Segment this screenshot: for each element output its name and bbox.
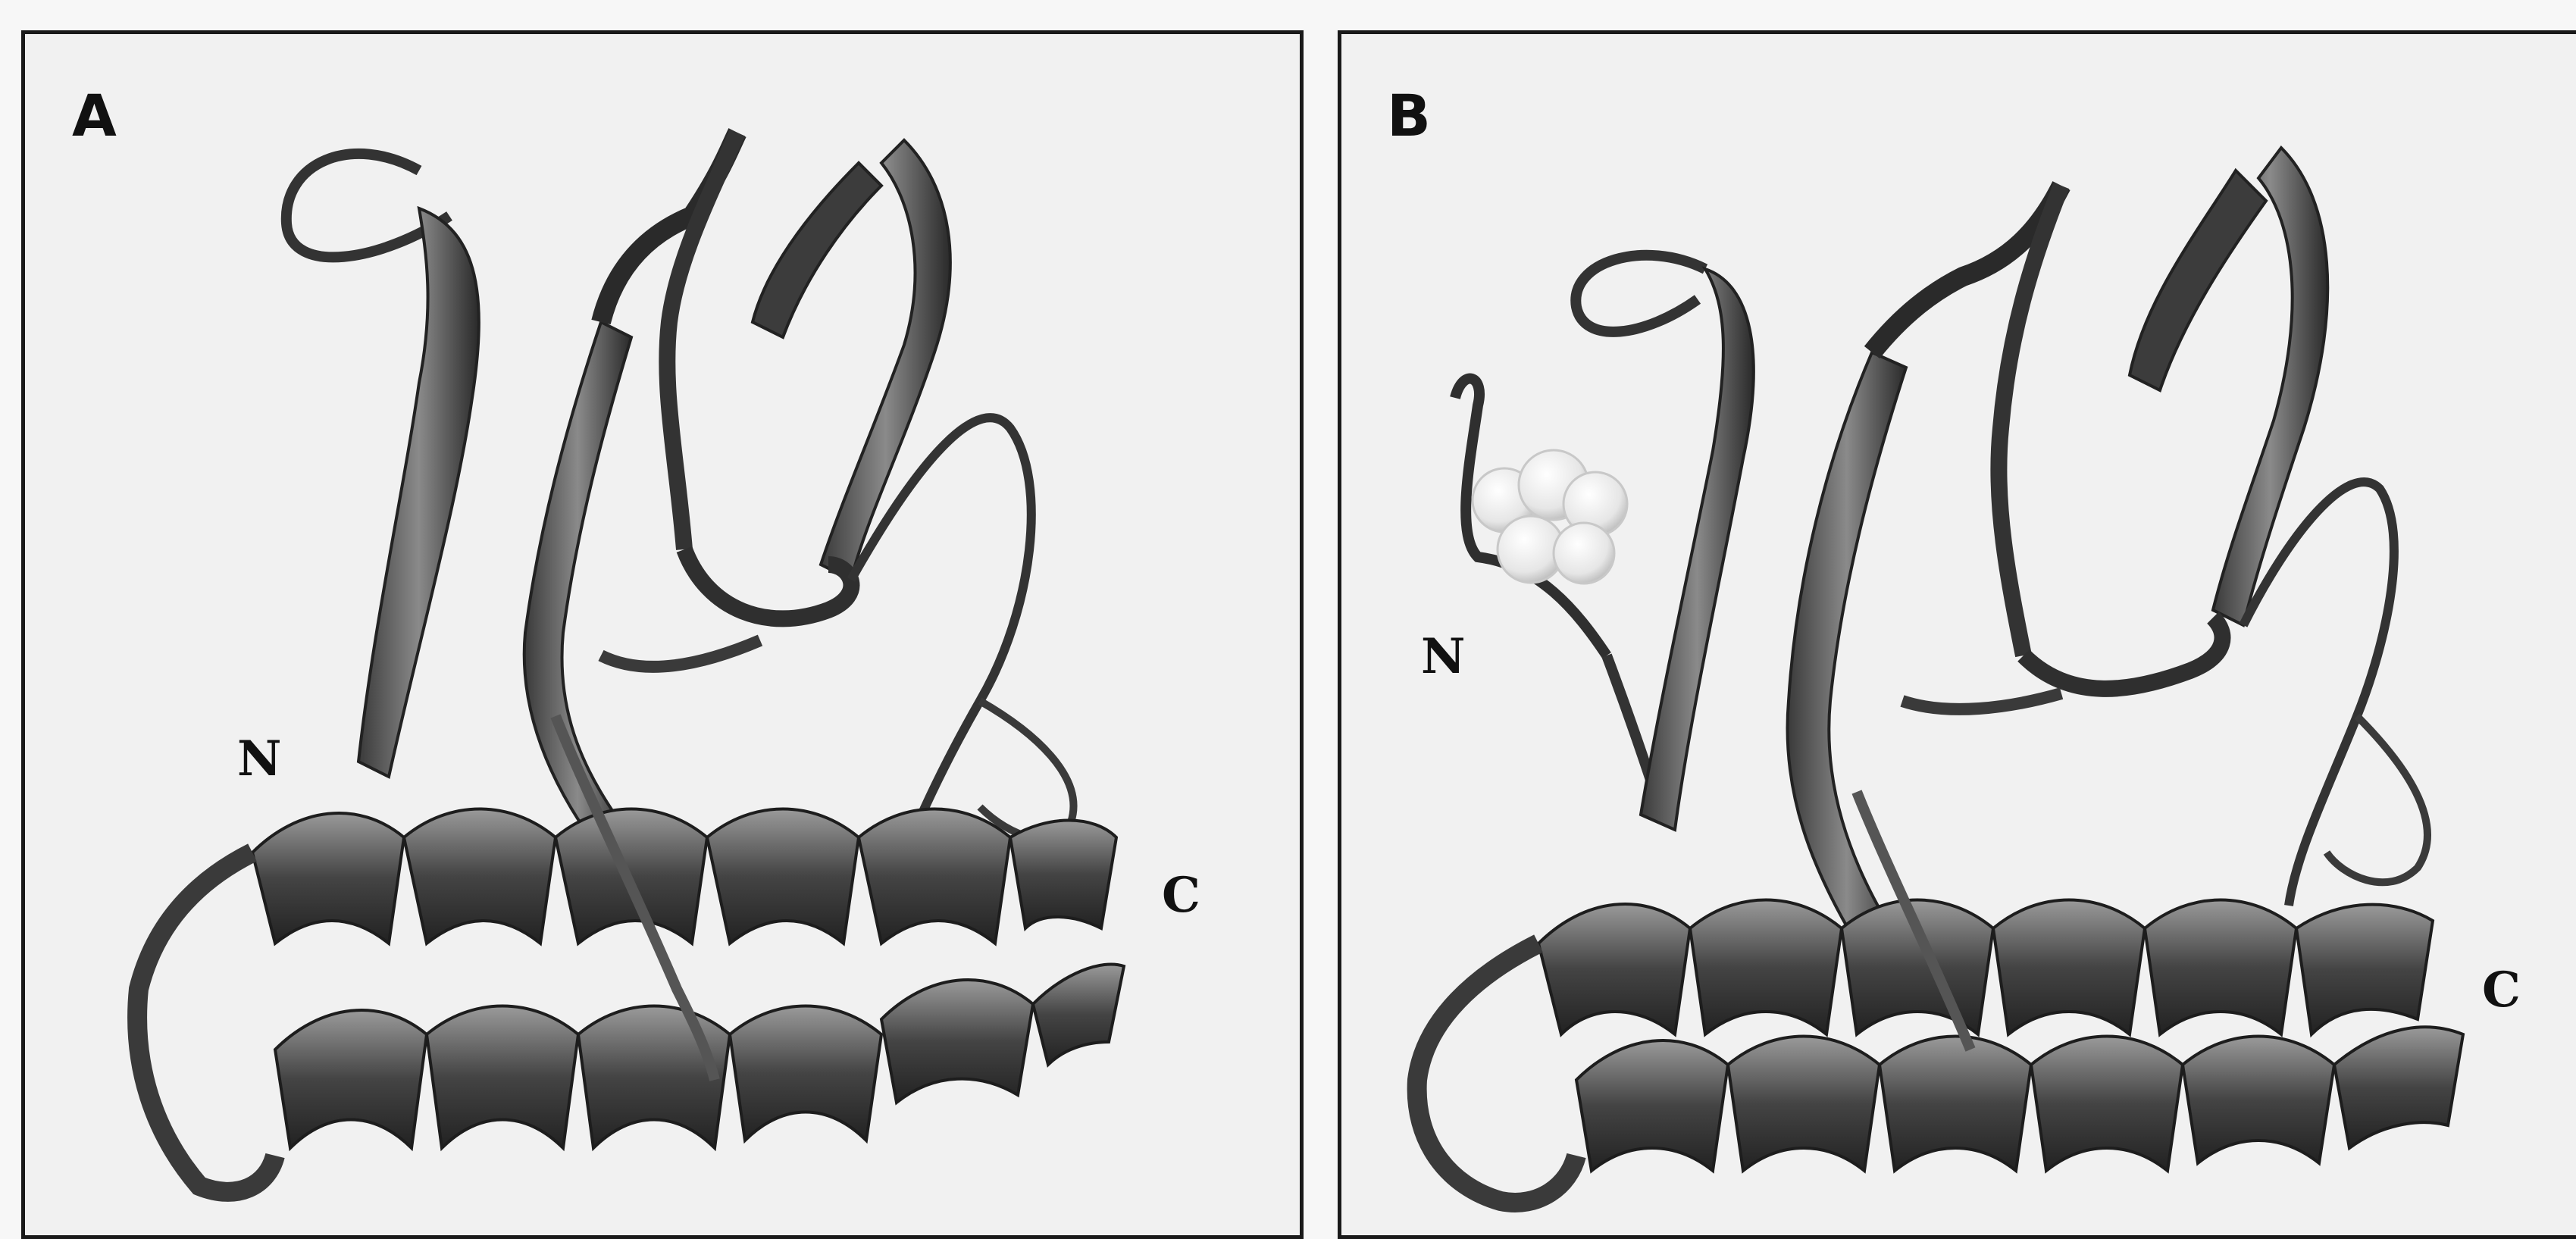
panel-b-ribbon-structure: [1341, 34, 2576, 1239]
panel-a: A N C: [21, 30, 1304, 1239]
panel-a-ribbon-structure: [25, 34, 1304, 1239]
panel-b: B N C: [1338, 30, 2576, 1239]
